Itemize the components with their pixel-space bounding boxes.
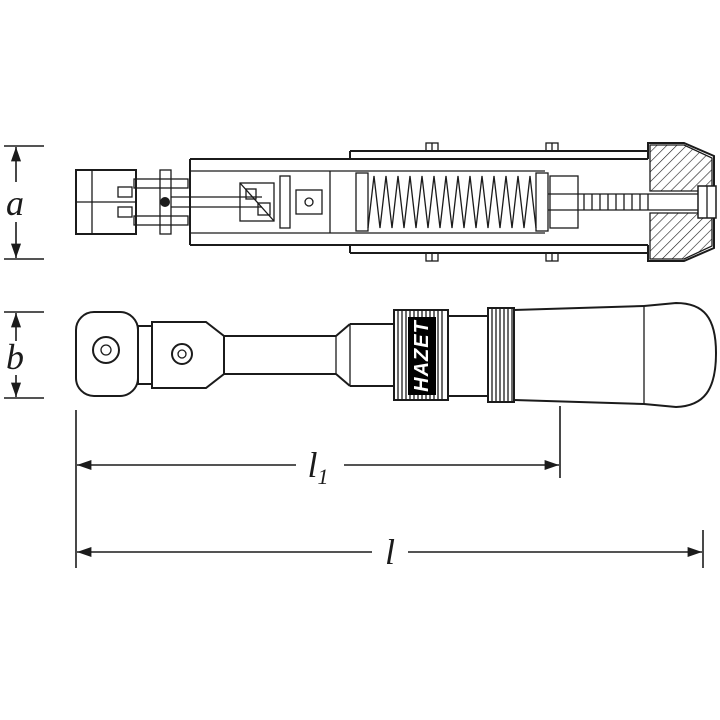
housing: [189, 150, 648, 254]
adjuster-screws: [425, 142, 712, 262]
handle-mid-section: [448, 315, 488, 397]
pivot-joint: [133, 169, 189, 235]
extension-lines: [75, 406, 704, 568]
dimension-a: a: [4, 145, 44, 260]
head-pivot-hole: [92, 336, 120, 364]
hazet-logo: HAZET: [411, 319, 433, 391]
thread-ticks: [583, 194, 649, 210]
pivot-pin: [160, 197, 170, 207]
tube: [224, 323, 394, 387]
pivot-hole: [171, 343, 193, 365]
knurled-ring-2: [487, 307, 515, 403]
dim-a-label: a: [6, 183, 24, 223]
dimension-l: l: [77, 532, 702, 572]
drive-head: [75, 311, 139, 397]
end-cap-section: [647, 142, 717, 262]
dim-l-label: l: [385, 532, 395, 572]
handle: [513, 301, 718, 409]
spring: [355, 172, 549, 232]
dim-l1-label: l1: [307, 445, 328, 489]
dim-b-label: b: [6, 337, 24, 377]
ratchet-mechanism: [171, 171, 331, 233]
hazet-logo-box: [408, 317, 436, 395]
knurled-ring: HAZET: [393, 309, 449, 401]
dimension-b: b: [4, 311, 44, 399]
dimension-l1: l1: [77, 445, 559, 489]
head-joint: [137, 321, 225, 389]
dimensions: a b l1 l: [4, 145, 704, 572]
drive-head-section: [75, 169, 137, 235]
sectional-view: [75, 142, 717, 262]
handle-end-cap: [643, 301, 718, 409]
exterior-view: HAZET: [75, 301, 718, 409]
